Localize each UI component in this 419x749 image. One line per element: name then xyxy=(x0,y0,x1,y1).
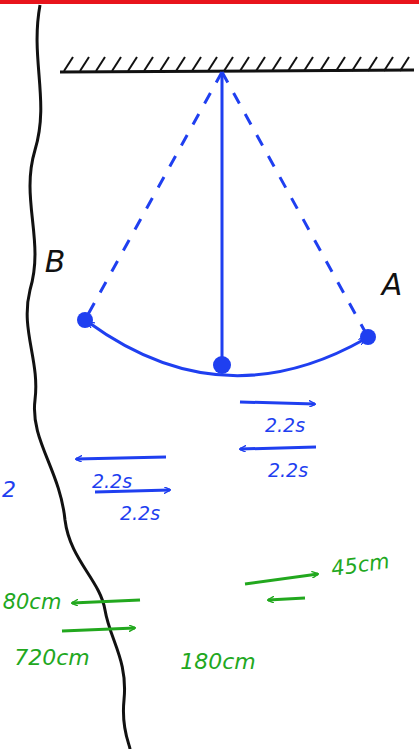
distance-label: 180cm xyxy=(180,651,256,673)
swing-arc xyxy=(88,322,365,376)
label-text: 80cm xyxy=(3,590,62,614)
hatch-stroke xyxy=(80,57,89,71)
label-text: 2 xyxy=(2,477,16,502)
pendulum-string xyxy=(221,72,224,362)
distance-label: 80cm xyxy=(3,592,62,613)
hatch-stroke xyxy=(176,57,185,71)
top-bar xyxy=(0,0,419,4)
distance-label: 720cm xyxy=(14,647,90,669)
pendulum-bob xyxy=(213,356,231,374)
hatch-stroke xyxy=(160,57,169,71)
ceiling xyxy=(60,70,414,72)
point-label: A xyxy=(382,270,403,300)
label-text: 720cm xyxy=(14,645,90,670)
hatch-stroke xyxy=(64,57,73,71)
hatch-stroke xyxy=(112,57,121,71)
label-text: 2.2s xyxy=(265,414,305,436)
motion-arrow xyxy=(240,402,315,404)
hatch-stroke xyxy=(192,57,201,71)
hatch-stroke xyxy=(256,57,265,71)
pendulum-bob xyxy=(360,329,376,345)
hatch-stroke xyxy=(272,57,281,71)
time-label: 2.2s xyxy=(265,416,305,435)
time-label: 2.2s xyxy=(120,504,160,523)
motion-arrow xyxy=(240,447,316,449)
hatch-stroke xyxy=(96,57,105,71)
label-text: B xyxy=(45,244,66,279)
hatch-stroke xyxy=(320,57,329,71)
hatch-stroke xyxy=(144,57,153,71)
label-text: 2.2s xyxy=(268,459,308,481)
hatch-stroke xyxy=(288,57,297,71)
label-text: 2.2s xyxy=(92,470,132,492)
time-label: 2.2s xyxy=(92,472,132,491)
page-edge xyxy=(27,5,130,749)
point-label: B xyxy=(45,247,66,277)
dashed-string xyxy=(85,72,222,320)
dashed-string xyxy=(222,72,368,337)
distance-label: 45cm xyxy=(329,551,390,580)
hatch-stroke xyxy=(208,57,217,71)
hatch-stroke xyxy=(304,57,313,71)
label-text: A xyxy=(382,267,403,302)
time-label: 2 xyxy=(2,479,16,501)
distance-arrow xyxy=(62,628,135,631)
hatch-stroke xyxy=(128,57,137,71)
label-text: 180cm xyxy=(180,649,256,674)
distance-arrow xyxy=(72,600,140,603)
pendulum-bob xyxy=(77,312,93,328)
distance-arrow xyxy=(245,574,318,584)
label-text: 45cm xyxy=(329,549,391,581)
hatch-stroke xyxy=(240,57,249,71)
hatch-stroke xyxy=(224,57,233,71)
distance-arrow xyxy=(268,598,305,600)
label-text: 2.2s xyxy=(120,502,160,524)
time-label: 2.2s xyxy=(268,461,308,480)
motion-arrow xyxy=(76,457,166,459)
